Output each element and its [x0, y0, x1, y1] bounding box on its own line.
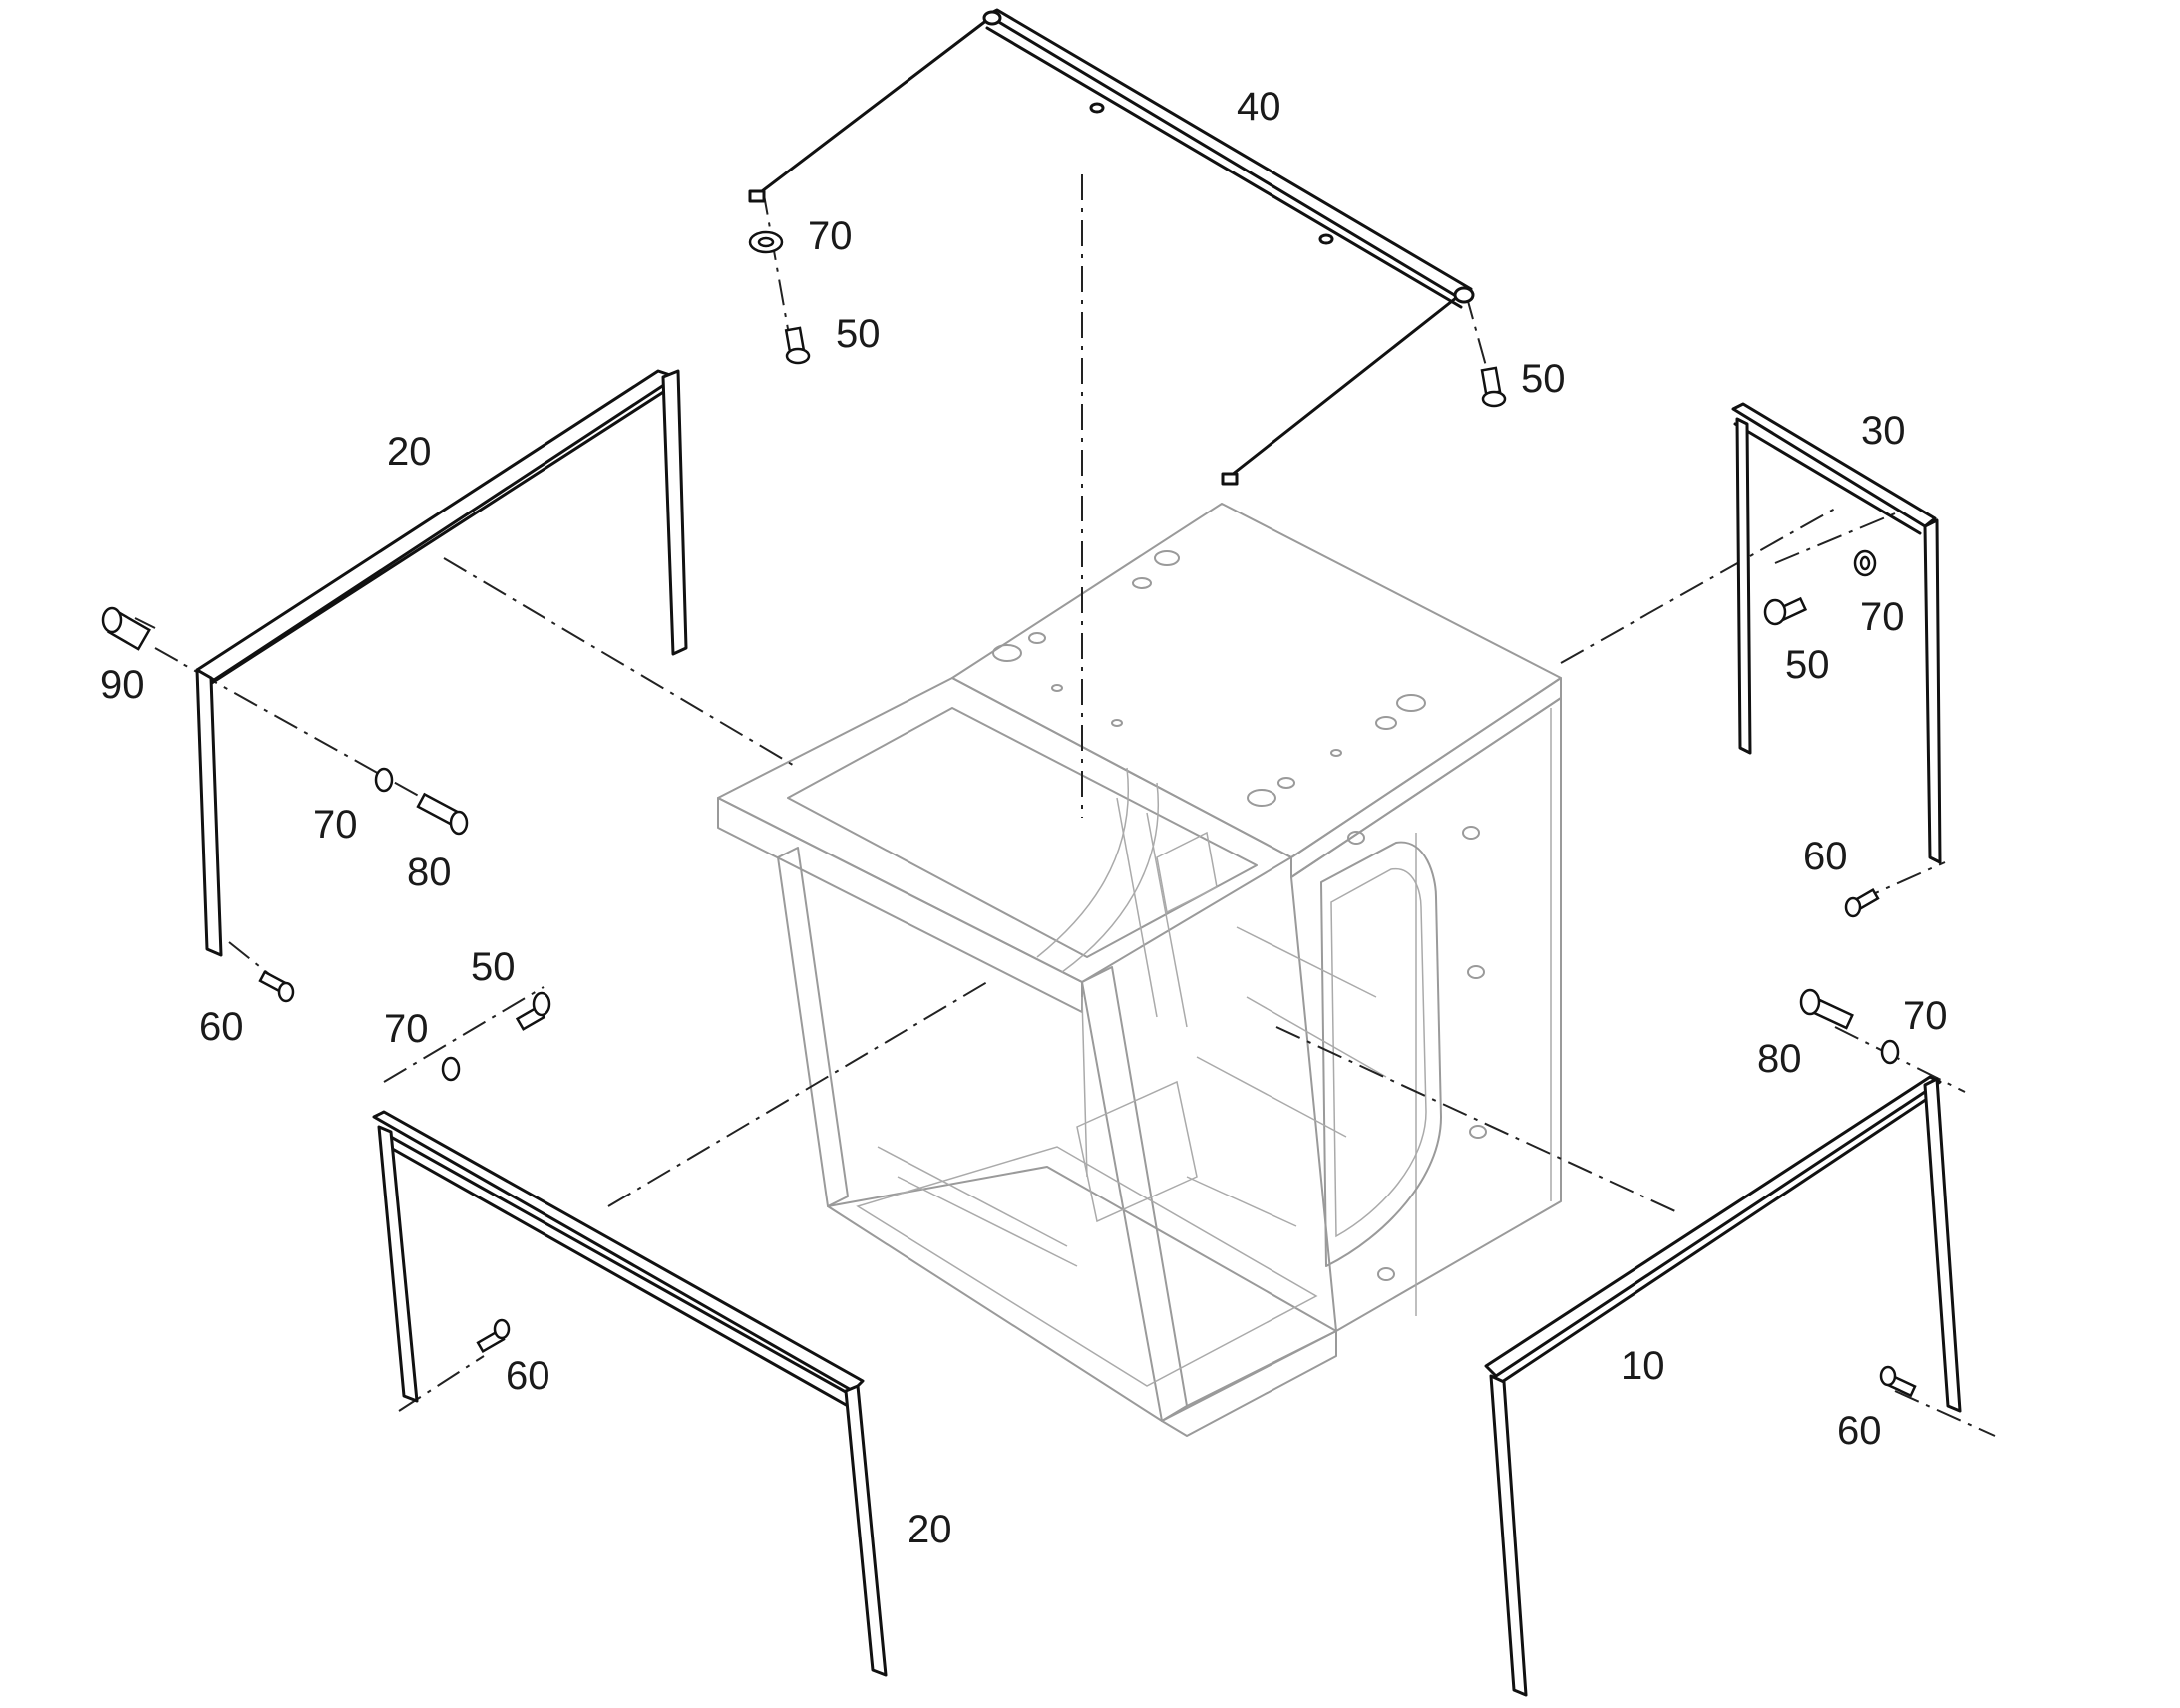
- callout-70-top: 70: [808, 214, 853, 258]
- screw-50-right-top: [1480, 366, 1502, 396]
- callout-50-top: 50: [836, 312, 881, 356]
- callout-50-top-right: 50: [1521, 357, 1566, 401]
- callout-20-upper: 20: [387, 430, 432, 474]
- callout-70-right-lower: 70: [1903, 994, 1948, 1038]
- part-20-lower-left-strip: [372, 1110, 888, 1677]
- callout-60-right: 60: [1803, 835, 1848, 878]
- callout-60-left: 60: [199, 1005, 244, 1049]
- callout-50-right: 50: [1785, 643, 1830, 687]
- callout-50-left-mid: 50: [471, 945, 516, 989]
- callout-20-lower: 20: [908, 1508, 952, 1551]
- callout-30: 30: [1861, 409, 1906, 453]
- callout-60-lower-right: 60: [1837, 1409, 1882, 1453]
- callout-80-left: 80: [407, 851, 452, 894]
- callout-70-left-mid: 70: [384, 1007, 429, 1051]
- part-40-top-strut: [748, 8, 1475, 486]
- callout-70-left: 70: [313, 803, 358, 847]
- callout-90: 90: [100, 663, 145, 707]
- callout-40: 40: [1237, 85, 1281, 129]
- part-30-right-strip: [1731, 402, 1942, 864]
- washer-70-left: [374, 767, 394, 793]
- assembly-centerlines: [134, 174, 1996, 1437]
- part-20-upper-left-strip: [195, 369, 688, 957]
- callout-60-lower-left: 60: [506, 1354, 550, 1398]
- callout-80-right: 80: [1757, 1037, 1802, 1081]
- cab-frame: [717, 503, 1562, 1437]
- callout-70-right: 70: [1860, 595, 1905, 639]
- callout-labels: 40 70 50 50 20 30 90 70 50 70 80 60 50 6…: [100, 85, 1948, 1551]
- hardware-fasteners: [101, 230, 1917, 1398]
- callout-10: 10: [1621, 1344, 1665, 1388]
- part-10-lower-right-strip: [1484, 1075, 1962, 1697]
